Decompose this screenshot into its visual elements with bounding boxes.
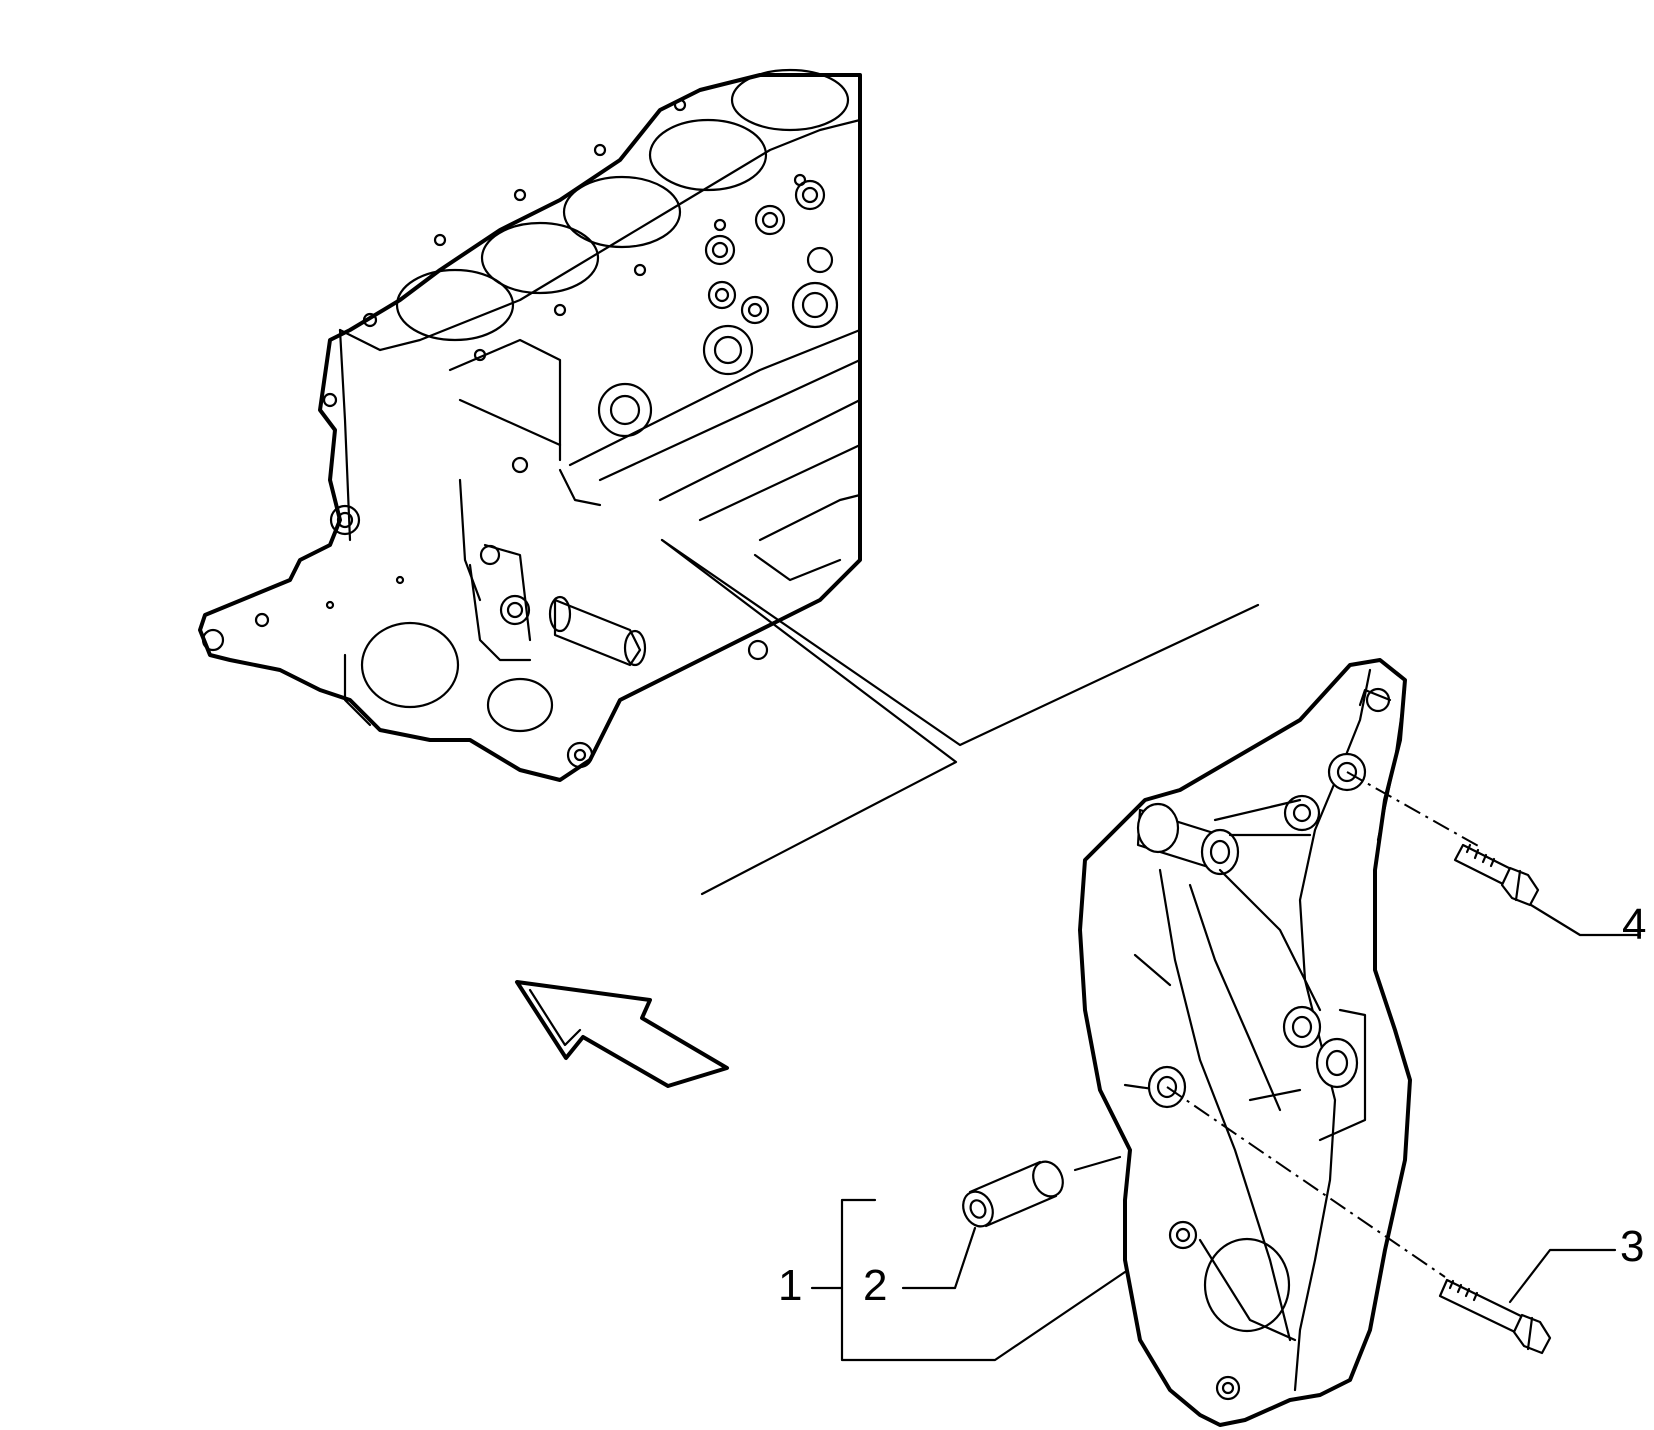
- callout-label-2: 2: [863, 1261, 888, 1310]
- callout-label-3: 3: [1620, 1222, 1645, 1271]
- callout-label-4: 4: [1622, 900, 1647, 949]
- assembly-leader-lines: [660, 538, 1260, 896]
- bolt-lower: [1166, 1086, 1552, 1355]
- engine-block: [198, 68, 862, 782]
- callout-leaders: [810, 903, 1642, 1362]
- dowel-alignment-line: [1073, 1155, 1122, 1172]
- engine-mount-bracket: [1078, 658, 1412, 1427]
- bolt-upper: [1346, 771, 1540, 907]
- direction-arrow: [515, 980, 729, 1088]
- dowel-sleeve: [962, 1160, 1064, 1228]
- callout-label-1: 1: [778, 1261, 803, 1310]
- block-dowel-pin: [548, 595, 647, 667]
